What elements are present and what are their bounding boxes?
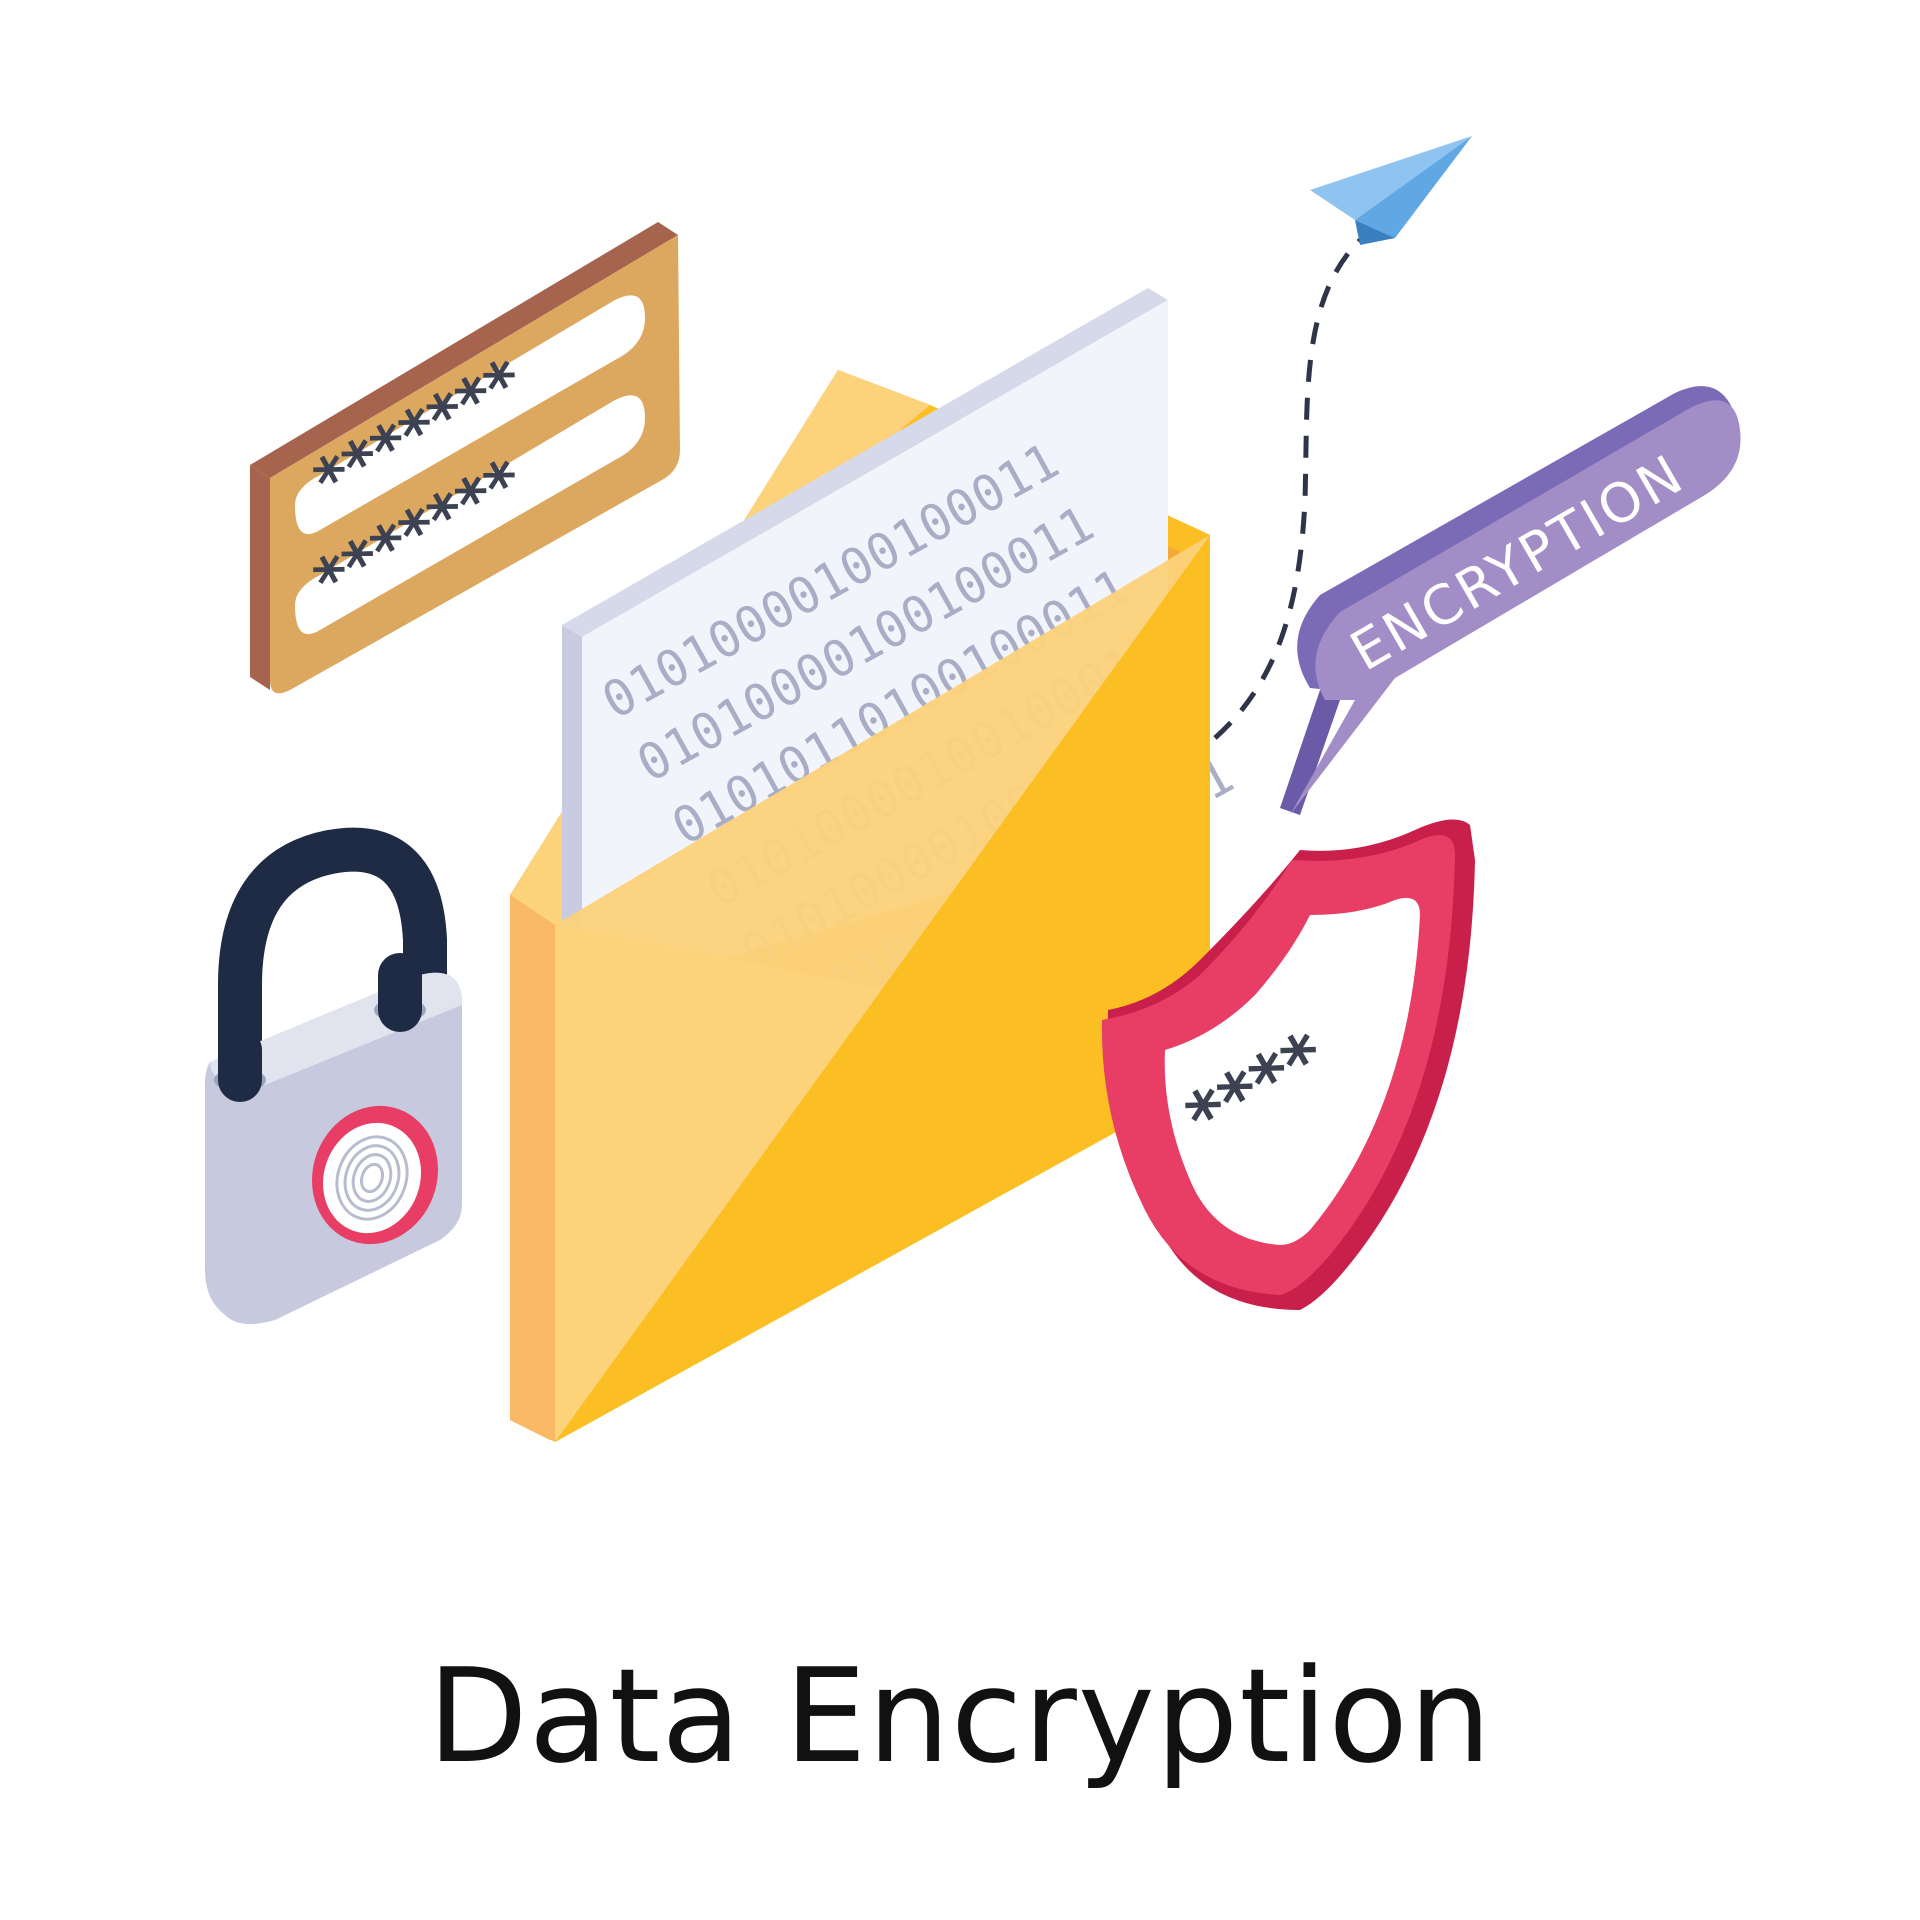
- padlock-fingerprint-icon: [205, 827, 462, 1324]
- password-card-icon: ******* *******: [250, 222, 680, 694]
- envelope-icon: 01010000100100011 01010000100100011 0101…: [510, 288, 1243, 1442]
- shield-icon: ****: [1101, 819, 1475, 1310]
- paper-plane-icon: [1213, 136, 1472, 740]
- caption-title: Data Encryption: [427, 1640, 1493, 1792]
- speech-bubble-icon: ENCRYPTION: [1280, 386, 1741, 815]
- fingerprint-icon: [335, 1135, 409, 1221]
